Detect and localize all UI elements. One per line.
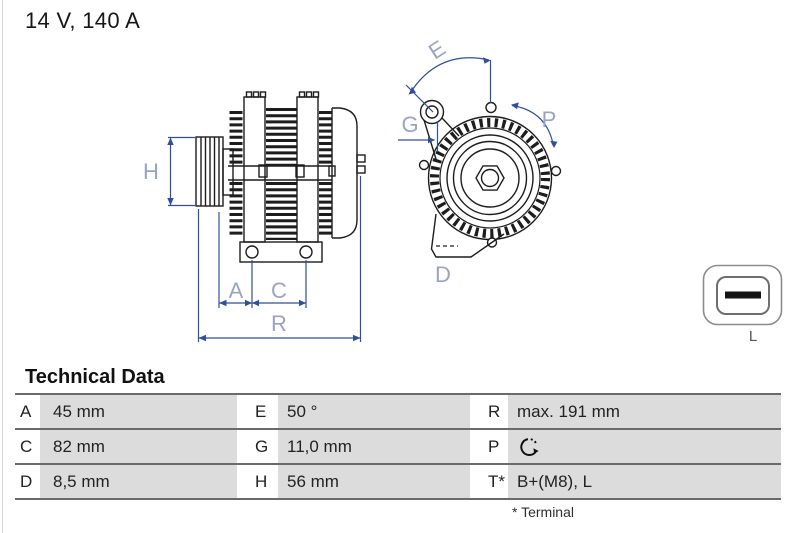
side-view-dimension-labels: H A C R bbox=[143, 159, 287, 336]
table-rule bbox=[15, 498, 781, 500]
shaft-hex-nut bbox=[475, 165, 505, 191]
cooling-fins bbox=[229, 108, 332, 240]
vent-slot-ring bbox=[430, 118, 550, 238]
column-gap bbox=[237, 395, 248, 428]
table-rule bbox=[15, 428, 781, 430]
dim-value-cell bbox=[508, 430, 781, 463]
dim-key-cell: P bbox=[480, 430, 508, 463]
connector-terminal-label: L bbox=[749, 328, 757, 345]
table-row: D 8,5 mm H 56 mm T* B+(M8), L bbox=[15, 465, 781, 498]
dim-label-e: E bbox=[424, 35, 450, 64]
dim-label-c: C bbox=[271, 278, 287, 303]
dim-key-cell: E bbox=[248, 395, 278, 428]
column-gap bbox=[237, 430, 248, 463]
dim-label-a: A bbox=[229, 278, 244, 303]
product-spec-title: 14 V, 140 A bbox=[25, 8, 141, 33]
dim-key-cell: H bbox=[248, 465, 278, 498]
page-left-border bbox=[2, 0, 3, 533]
dim-label-d: D bbox=[435, 262, 451, 287]
lower-bracket bbox=[430, 213, 505, 258]
column-gap bbox=[470, 430, 480, 463]
dim-value-cell: 56 mm bbox=[278, 465, 470, 498]
technical-data-heading: Technical Data bbox=[25, 366, 165, 388]
side-view-dimensions bbox=[168, 136, 362, 342]
rotation-direction-clockwise-icon bbox=[520, 438, 539, 456]
table-rule bbox=[15, 463, 781, 465]
dim-key-cell: D bbox=[15, 465, 40, 498]
dim-label-g: G bbox=[401, 112, 418, 137]
column-gap bbox=[470, 465, 480, 498]
dim-key-cell: A bbox=[15, 395, 40, 428]
column-gap bbox=[470, 395, 480, 428]
technical-data-section: Technical Data A 45 mm E 50 ° R max. 191… bbox=[15, 364, 781, 520]
dim-value-cell: 8,5 mm bbox=[40, 465, 237, 498]
dim-value-cell: 11,0 mm bbox=[278, 430, 470, 463]
dim-label-h: H bbox=[143, 159, 159, 184]
dim-key-cell: C bbox=[15, 430, 40, 463]
alternator-technical-drawing: H A C R bbox=[143, 35, 783, 345]
side-view-dimension-arrows bbox=[167, 137, 361, 342]
terminal-footnote: * Terminal bbox=[512, 504, 574, 520]
dim-value-cell: 82 mm bbox=[40, 430, 237, 463]
dim-value-cell: 50 ° bbox=[278, 395, 470, 428]
front-view-dimension-arrows bbox=[408, 57, 558, 148]
dim-value-cell: max. 191 mm bbox=[508, 395, 781, 428]
alternator-side-view bbox=[195, 91, 366, 263]
connector-plug-icon: L bbox=[702, 264, 783, 345]
table-rule bbox=[15, 393, 781, 395]
mounting-lug bbox=[419, 99, 460, 160]
table-row: C 82 mm G 11,0 mm P bbox=[15, 430, 781, 463]
terminal-blade bbox=[725, 291, 761, 299]
dim-key-cell: G bbox=[248, 430, 278, 463]
dim-key-cell: T* bbox=[480, 465, 508, 498]
dim-value-cell: 45 mm bbox=[40, 395, 237, 428]
pulley bbox=[195, 136, 234, 207]
column-gap bbox=[237, 465, 248, 498]
alternator-front-view bbox=[418, 99, 562, 258]
dim-key-cell: R bbox=[480, 395, 508, 428]
dim-value-cell: B+(M8), L bbox=[508, 465, 781, 498]
dim-label-p: P bbox=[542, 107, 557, 132]
dim-label-r: R bbox=[271, 311, 287, 336]
table-row: A 45 mm E 50 ° R max. 191 mm bbox=[15, 395, 781, 428]
